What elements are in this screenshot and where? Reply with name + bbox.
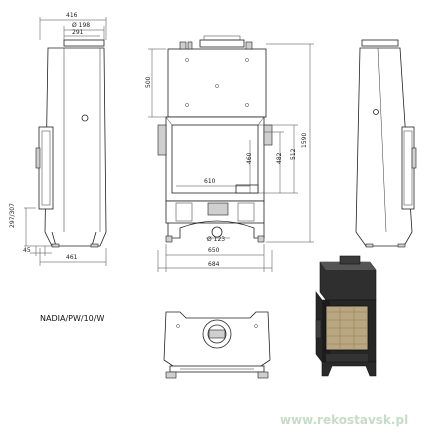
side-knob-right-icon [373,109,379,115]
dimension-labels: 416 Ø 198 291 297/307 45 461 500 1590 61… [9,12,308,268]
dim-198: Ø 198 [72,22,90,29]
side-view-left [24,17,107,266]
watermark: www.rekostavsk.pl [280,413,408,427]
dim-29307: 297/307 [9,203,16,228]
dim-1590: 1590 [301,133,308,148]
dim-461: 461 [66,254,78,261]
front-view [148,35,314,272]
dim-123: Ø 123 [207,236,225,243]
side-view-right [355,39,417,248]
dim-291: 291 [72,29,84,36]
dim-482: 482 [276,152,283,164]
dim-45: 45 [23,247,31,254]
side-knob-icon [81,114,89,122]
dim-512: 512 [290,148,297,160]
model-title: NADIA/PW/10/W [40,314,104,323]
air-inlet-icon [211,226,223,238]
top-view [163,311,271,379]
fireplace-render [315,255,377,377]
dim-460: 460 [246,152,253,164]
dim-500: 500 [145,76,152,88]
dim-416: 416 [66,12,78,19]
dim-684: 684 [208,261,220,268]
dim-650: 650 [208,247,220,254]
dim-610: 610 [204,178,216,185]
